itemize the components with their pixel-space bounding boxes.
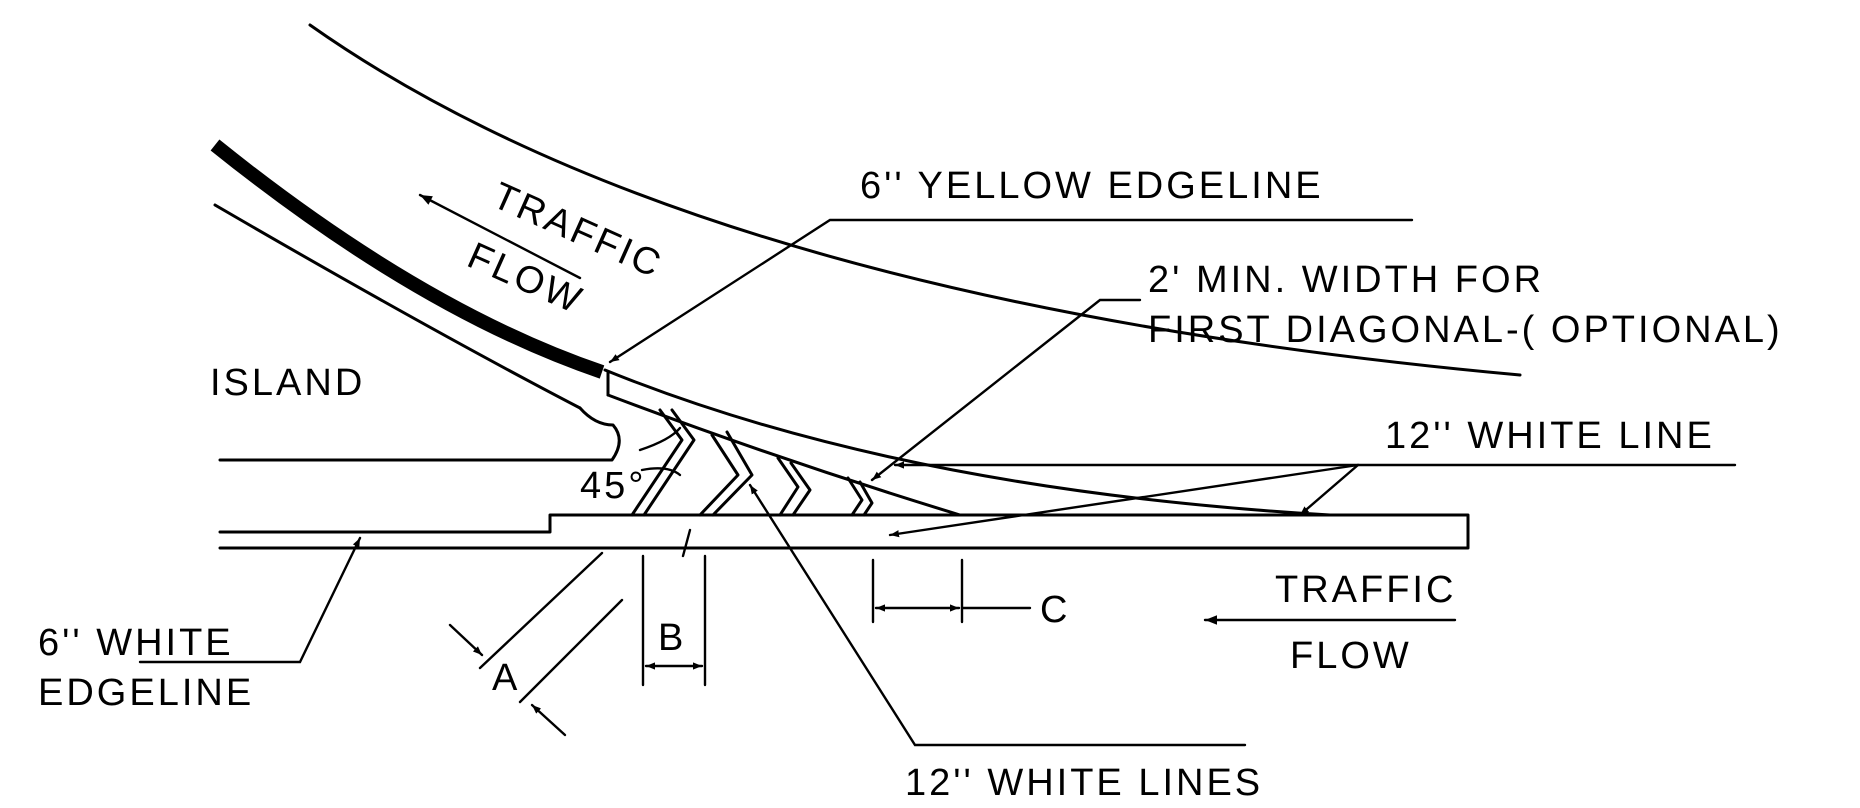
traffic-flow-right-label-2: FLOW (1290, 635, 1412, 677)
white-edgeline-label-2: EDGELINE (38, 672, 254, 714)
white-line-leader-down (1298, 463, 1360, 517)
travel-lane-curve (603, 368, 1332, 517)
chevron-2 (698, 433, 740, 517)
min-width-label-2: FIRST DIAGONAL-( OPTIONAL) (1148, 309, 1783, 351)
outer-road-curve (308, 23, 1522, 377)
yellow-edgeline-mark (210, 139, 605, 379)
dim-a-label: A (492, 657, 520, 699)
chevron-2b (711, 430, 754, 517)
yellow-edgeline-leader (608, 218, 1414, 364)
traffic-flow-top-arrow (418, 193, 582, 280)
dim-a-ext-1 (478, 551, 604, 670)
island-label: ISLAND (210, 362, 365, 404)
chevron-1 (630, 408, 684, 517)
white-lines-leader (748, 483, 1247, 747)
dim-a-arrow-1 (448, 623, 484, 657)
dim-b-tick (681, 528, 692, 558)
min-width-leader (870, 298, 1142, 482)
chevron-3b (789, 461, 812, 517)
island-nose (218, 406, 621, 462)
white-lines-12-label: 12'' WHITE LINES (905, 762, 1263, 804)
dim-b-label: B (658, 617, 686, 659)
white-line-leader-diag (888, 463, 1360, 538)
angle-arc-2 (640, 467, 682, 477)
min-width-label-1: 2' MIN. WIDTH FOR (1148, 259, 1544, 301)
chevron-1b (642, 408, 696, 517)
lane-edge-top (218, 513, 1470, 550)
white-edgeline-leader (138, 536, 362, 664)
upper-island-curve (213, 203, 582, 410)
white-line-12-label: 12'' WHITE LINE (1385, 415, 1715, 457)
dim-a-arrow-2 (530, 703, 567, 737)
angle-label: 45° (580, 465, 646, 507)
chevron-4 (846, 476, 864, 517)
traffic-flow-right-label-1: TRAFFIC (1275, 569, 1456, 611)
chevron-3 (776, 456, 800, 517)
chevron-4b (858, 480, 874, 517)
angle-arc-1 (638, 426, 682, 452)
dim-c-label: C (1040, 589, 1070, 631)
inner-curve-lower (606, 393, 962, 517)
white-edgeline-label-1: 6'' WHITE (38, 622, 234, 664)
dim-a-ext-2 (518, 598, 624, 704)
yellow-edgeline-label: 6'' YELLOW EDGELINE (860, 165, 1324, 207)
